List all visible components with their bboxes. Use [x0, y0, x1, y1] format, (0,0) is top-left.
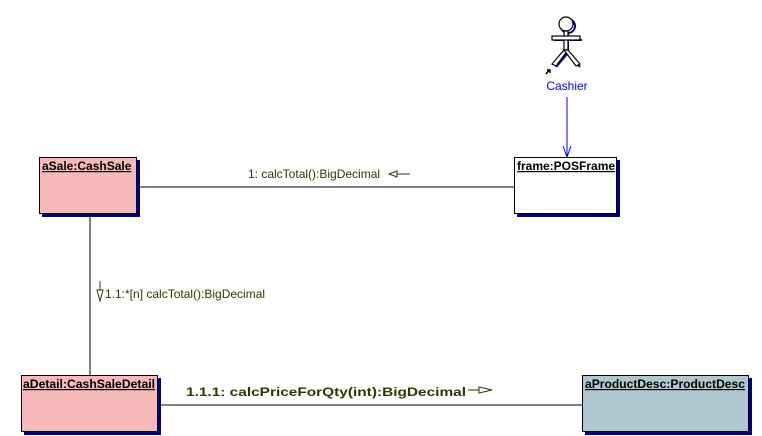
- link-icon: [545, 69, 551, 75]
- message-1[interactable]: 1: calcTotal():BigDecimal: [248, 167, 410, 181]
- object-label: frame:POSFrame: [517, 159, 615, 173]
- message-label: 1.1:*[n] calcTotal():BigDecimal: [105, 287, 265, 301]
- actor-cashier[interactable]: Cashier: [545, 16, 588, 93]
- message-arrow-right-icon: [468, 386, 493, 394]
- message-label: 1.1.1: calcPriceForQty(int):BigDecimal: [186, 385, 466, 399]
- object-frame[interactable]: frame:POSFrame: [514, 157, 621, 218]
- message-arrow-down-icon: [96, 281, 104, 303]
- message-1-1[interactable]: 1.1:*[n] calcTotal():BigDecimal: [96, 281, 265, 303]
- object-aproductdesc[interactable]: aProductDesc:ProductDesc: [582, 375, 753, 436]
- object-label: aSale:CashSale: [42, 159, 132, 173]
- actor-label: Cashier: [546, 79, 587, 93]
- actor-icon: [551, 16, 581, 67]
- object-label: aProductDesc:ProductDesc: [585, 377, 745, 391]
- message-arrow-left-icon: [387, 170, 410, 178]
- object-asale[interactable]: aSale:CashSale: [39, 157, 141, 218]
- object-adetail[interactable]: aDetail:CashSaleDetail: [21, 375, 162, 436]
- message-label: 1: calcTotal():BigDecimal: [248, 167, 380, 181]
- object-label: aDetail:CashSaleDetail: [23, 377, 155, 391]
- message-1-1-1[interactable]: 1.1.1: calcPriceForQty(int):BigDecimal: [186, 385, 493, 399]
